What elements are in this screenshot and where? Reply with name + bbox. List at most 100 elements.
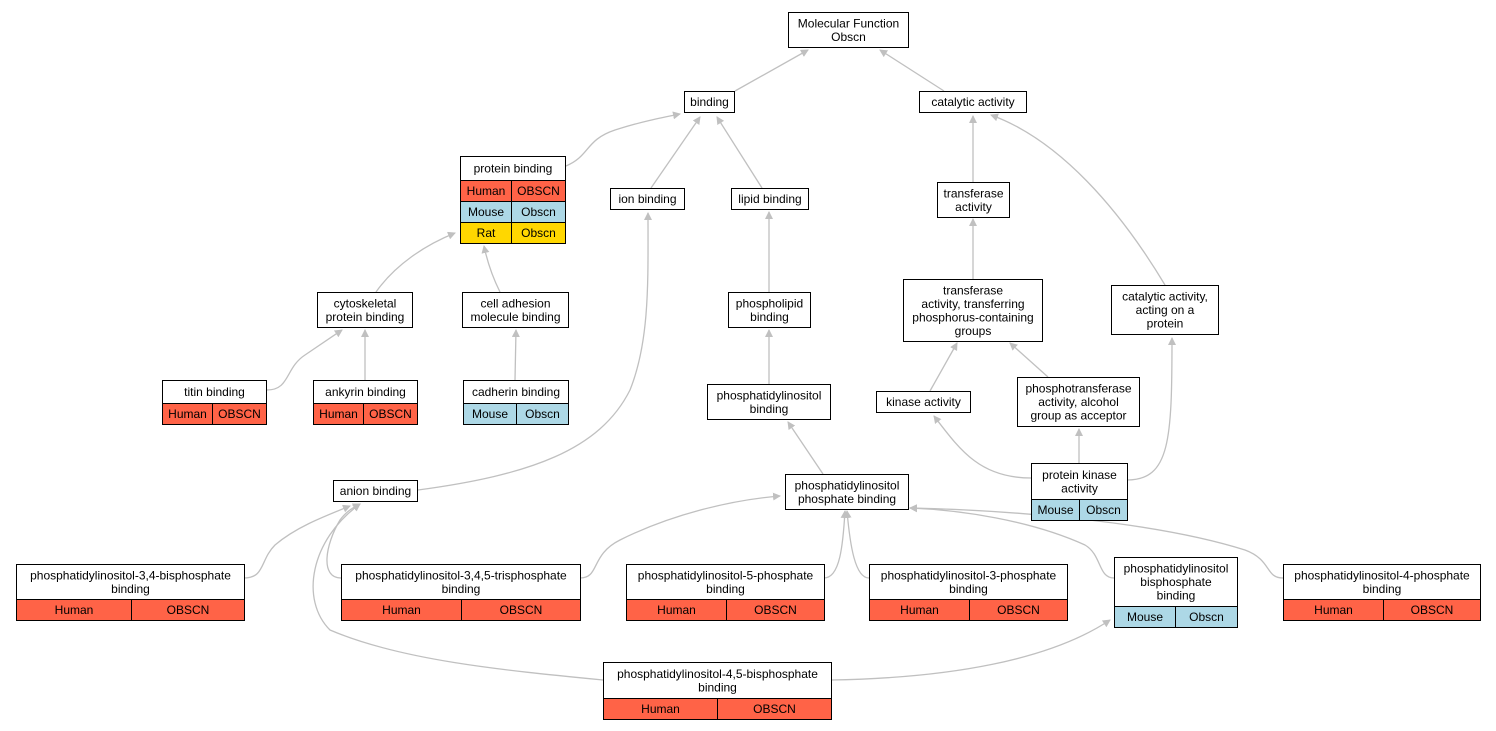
node-box [728,292,811,328]
node-box [610,188,685,210]
go-term-node[interactable]: binding [684,91,735,113]
go-term-node[interactable]: kinase activity [876,391,971,413]
gene-label: OBSCN [753,702,796,716]
edge-arrow [929,342,958,392]
gene-label: OBSCN [218,407,261,421]
node-box [1111,285,1219,335]
edge-arrow [990,113,1166,286]
edge-arrow [823,510,849,579]
node-label: protein binding [326,310,405,324]
gene-cell [1383,599,1481,621]
species-label: Human [319,407,358,421]
gene-label: Obscn [521,226,556,240]
node-label: activity, transferring [921,297,1024,311]
edge-arrow [879,49,945,92]
node-label: protein [1147,317,1184,331]
node-label: phosphatidylinositol [1124,562,1229,576]
node-label: binding [111,582,150,596]
species-label: Rat [477,226,496,240]
node-box [937,182,1010,218]
node-label: molecule binding [470,310,560,324]
edge-arrow [1009,342,1049,378]
species-label: Mouse [1037,503,1073,517]
node-label: group as acceptor [1030,409,1126,423]
edge-arrow [830,619,1111,681]
node-label: phosphatidylinositol-3-phosphate [881,568,1057,582]
go-term-node[interactable]: phosphatidylinositol-4,5-bisphosphatebin… [603,662,832,720]
node-label: lipid binding [738,192,801,206]
node-label: binding [442,582,481,596]
node-label: ankyrin binding [325,385,406,399]
node-label: titin binding [184,385,245,399]
go-term-node[interactable]: phosphatidylinositol-4-phosphatebindingH… [1283,564,1481,621]
gene-label: OBSCN [754,603,797,617]
edge-arrow [565,111,681,167]
gene-label: OBSCN [369,407,412,421]
species-label: Human [382,603,421,617]
node-label: catalytic activity, [1122,290,1208,304]
gene-label: Obscn [525,407,560,421]
node-box [462,292,569,328]
gene-label: OBSCN [500,603,543,617]
gene-cell [1079,499,1128,521]
node-label: phosphatidylinositol-3,4-bisphosphate [30,568,231,582]
node-label: transferase [943,283,1003,297]
go-term-node[interactable]: lipid binding [731,188,809,210]
node-label: phosphatidylinositol [795,478,900,492]
go-term-node[interactable]: phosphatidylinositol-3,4,5-trisphosphate… [341,564,581,621]
species-label: Human [1314,603,1353,617]
node-box [731,188,809,210]
node-label: binding [690,95,729,109]
node-label: cadherin binding [472,385,560,399]
node-box [707,384,831,420]
species-label: Human [641,702,680,716]
species-label: Mouse [472,407,508,421]
species-label: Human [168,407,207,421]
edge-arrow [511,329,520,381]
go-term-node[interactable]: phosphatidylinositol-3,4-bisphosphatebin… [16,564,245,621]
gene-label: Obscn [1189,610,1224,624]
node-box [919,91,1027,113]
edge-arrow [787,421,824,475]
go-term-node[interactable]: anion binding [333,480,418,502]
node-label: cell adhesion [480,296,550,310]
gene-cell [1175,606,1238,628]
node-label: binding [1157,589,1196,603]
go-term-node[interactable]: phosphatidylinositol-5-phosphatebindingH… [626,564,825,621]
edge-arrow [417,212,653,491]
edge-arrow [481,245,501,293]
node-box [333,480,418,502]
node-label: activity, alcohol [1038,395,1118,409]
go-term-node[interactable]: catalytic activity [919,91,1027,113]
edge-arrow [843,510,870,579]
gene-label: Obscn [1086,503,1121,517]
node-label: protein binding [474,162,553,176]
go-term-node[interactable]: phosphatidylinositolbisphosphatebindingM… [1114,557,1238,628]
go-term-node[interactable]: phosphatidylinositol-3-phosphatebindingH… [869,564,1068,621]
gene-label: Obscn [521,205,556,219]
species-label: Human [900,603,939,617]
species-label: Mouse [468,205,504,219]
node-label: transferase [943,186,1003,200]
node-label: activity [955,200,992,214]
gene-cell [516,403,569,425]
go-term-node[interactable]: ion binding [610,188,685,210]
gene-label: OBSCN [997,603,1040,617]
node-label: binding [698,680,737,694]
species-label: Mouse [1127,610,1163,624]
